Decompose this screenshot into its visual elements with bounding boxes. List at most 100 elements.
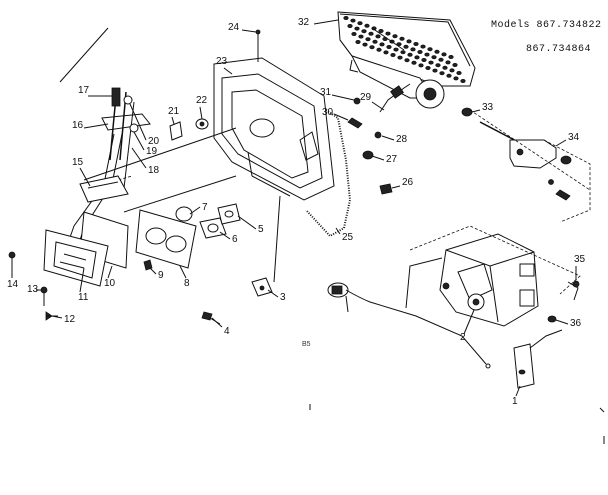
burner-port [393,47,399,52]
burner-port [357,21,363,26]
screw-35 [572,280,580,288]
bracket-1 [513,343,535,389]
burner-port [350,18,356,23]
part-number-35: 35 [574,254,586,265]
leader-line-19 [133,131,145,151]
leader-line-15 [79,167,91,187]
part-number-5: 5 [258,224,264,235]
part-number-11: 11 [78,292,89,303]
clip-21 [169,121,183,141]
leader-line-22 [199,106,203,120]
panels-10-11 [43,211,129,287]
leader-line-5 [237,215,257,230]
burner-port [369,45,375,50]
leader-line-27 [371,155,385,161]
burner-port [355,40,361,45]
plate-15 [79,175,129,203]
burner-port [441,52,447,57]
part-number-27: 27 [386,154,398,165]
part-number-13: 13 [27,284,39,295]
nut-26 [379,183,393,195]
leader-line-24 [241,29,257,33]
guide-line [273,195,281,283]
models-label: Models 867.734822 867.734864 [478,8,602,68]
part-number-36: 36 [570,318,582,329]
leader-line-11 [79,267,85,293]
burner-port [385,31,391,36]
part-number-9: 9 [158,270,164,281]
burner-port [428,60,434,65]
part-number-8: 8 [184,278,190,289]
burner-port [421,58,427,63]
leader-line-3 [267,289,279,298]
leader-line-10 [107,265,113,279]
burner-port [442,65,448,70]
burner-port [361,29,367,34]
burner-port [411,60,417,65]
burner-port [438,57,444,62]
leader-line-2 [463,309,475,335]
leader-line-26 [391,185,401,189]
gas-valve [405,225,581,327]
leader-line-23 [223,67,233,75]
leader-line-1 [515,385,521,397]
part-number-7: 7 [202,202,208,213]
burner-port [456,71,462,76]
leader-line-34 [555,139,567,147]
burner-port [420,44,426,49]
burner-port [418,63,424,68]
burner-port [399,36,405,41]
leader-line-21 [171,116,175,125]
burner-port [365,37,371,42]
part-number-34: 34 [568,132,580,143]
burner-port [445,60,451,65]
burner-port [449,68,455,73]
burner-port [410,47,416,52]
leader-line-25 [335,227,341,235]
screw-31-right [548,179,554,185]
burner-port [378,28,384,33]
clip-27 [362,150,374,160]
part-number-21: 21 [168,106,180,117]
screw-31 [353,97,361,105]
burner-port [376,47,382,52]
part-number-28: 28 [396,134,408,145]
wire-35 [567,281,579,301]
leader-line-9 [149,267,157,275]
leader-line-18 [131,147,147,169]
burner-port [413,42,419,47]
burner-port [414,55,420,60]
leader-line-16 [83,123,109,129]
burner-port [434,49,440,54]
models-line-2: 867.734864 [526,44,592,55]
burner-port [417,50,423,55]
fitting-33 [461,107,473,117]
burner-port [347,23,353,28]
burner-assembly [337,11,476,109]
part-number-6: 6 [232,234,238,245]
burner-port [406,39,412,44]
burner-port [354,26,360,31]
burner-port [407,52,413,57]
part-number-18: 18 [148,165,160,176]
rod-24 [255,29,261,62]
guide-line [123,175,237,213]
leader-line-28 [381,135,395,141]
burner-port [392,34,398,39]
leader-line-4 [211,317,223,328]
part-number-1: 1 [512,396,518,407]
leader-line-8 [179,265,187,279]
burner-port [400,50,406,55]
bracket-cluster [135,203,241,271]
burner-port [432,68,438,73]
screw-30-right [555,189,571,201]
burner-port [448,55,454,60]
burner-port [397,55,403,60]
part-number-14: 14 [7,279,19,290]
orifice-spring [379,83,411,113]
pilot-bracket-34 [469,109,591,223]
part-number-12: 12 [64,314,76,325]
burner-port [343,15,349,20]
part-number-10: 10 [104,278,116,289]
